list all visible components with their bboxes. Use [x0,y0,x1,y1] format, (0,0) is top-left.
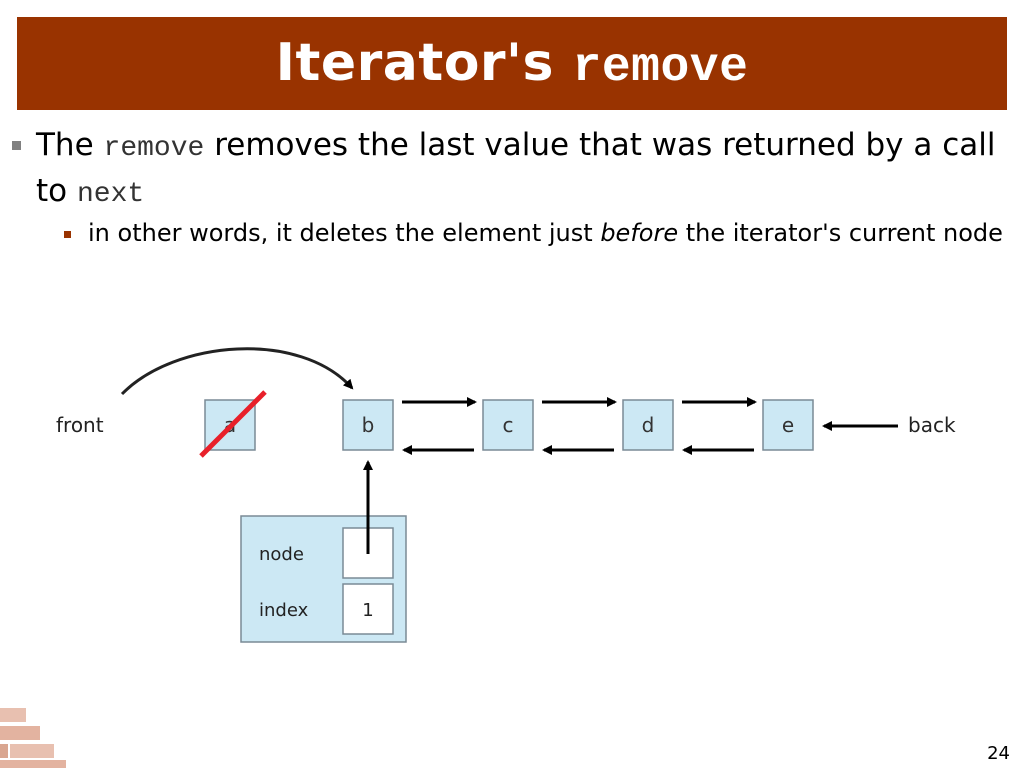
list-node-e: e [762,399,814,451]
index-field-box [342,583,394,635]
list-node-b: b [342,399,394,451]
bullet-2-text-b: the iterator's current node [678,219,1003,247]
title-code: remove [572,40,749,95]
bullet-1-code-remove: remove [103,133,205,164]
link-arrows [402,397,898,455]
node-field-label: node [259,544,304,565]
title-bar: Iterator's remove [17,17,1007,110]
bullet-1-text-b: removes the last value that was returned… [36,127,996,209]
node-label-d: d [642,413,655,437]
brick-decoration [0,708,66,768]
slide-title: Iterator's remove [276,33,749,95]
iterator-box: node index 1 [240,515,407,643]
bullet-2-emphasis: before [600,219,679,247]
page-number: 24 [987,743,1010,764]
bullet-2: in other words, it deletes the element j… [88,216,1008,250]
bullet-1-text-a: The [36,127,104,163]
bullet-marker [12,141,21,150]
front-curved-arrow [120,347,354,396]
list-node-d: d [622,399,674,451]
front-label: front [56,413,104,437]
index-field-label: index [259,600,309,621]
bullet-1-code-next: next [76,179,145,210]
node-label-c: c [503,413,514,437]
index-value: 1 [362,600,373,621]
bullet-2-text-a: in other words, it deletes the element j… [88,219,601,247]
back-label: back [908,413,956,437]
sub-bullet-marker [64,231,71,238]
title-prefix: Iterator's [275,32,573,93]
list-node-c: c [482,399,534,451]
node-label-b: b [362,413,375,437]
bullet-1: The remove removes the last value that w… [36,124,1021,216]
strike-mark [199,390,267,458]
node-label-e: e [782,413,794,437]
